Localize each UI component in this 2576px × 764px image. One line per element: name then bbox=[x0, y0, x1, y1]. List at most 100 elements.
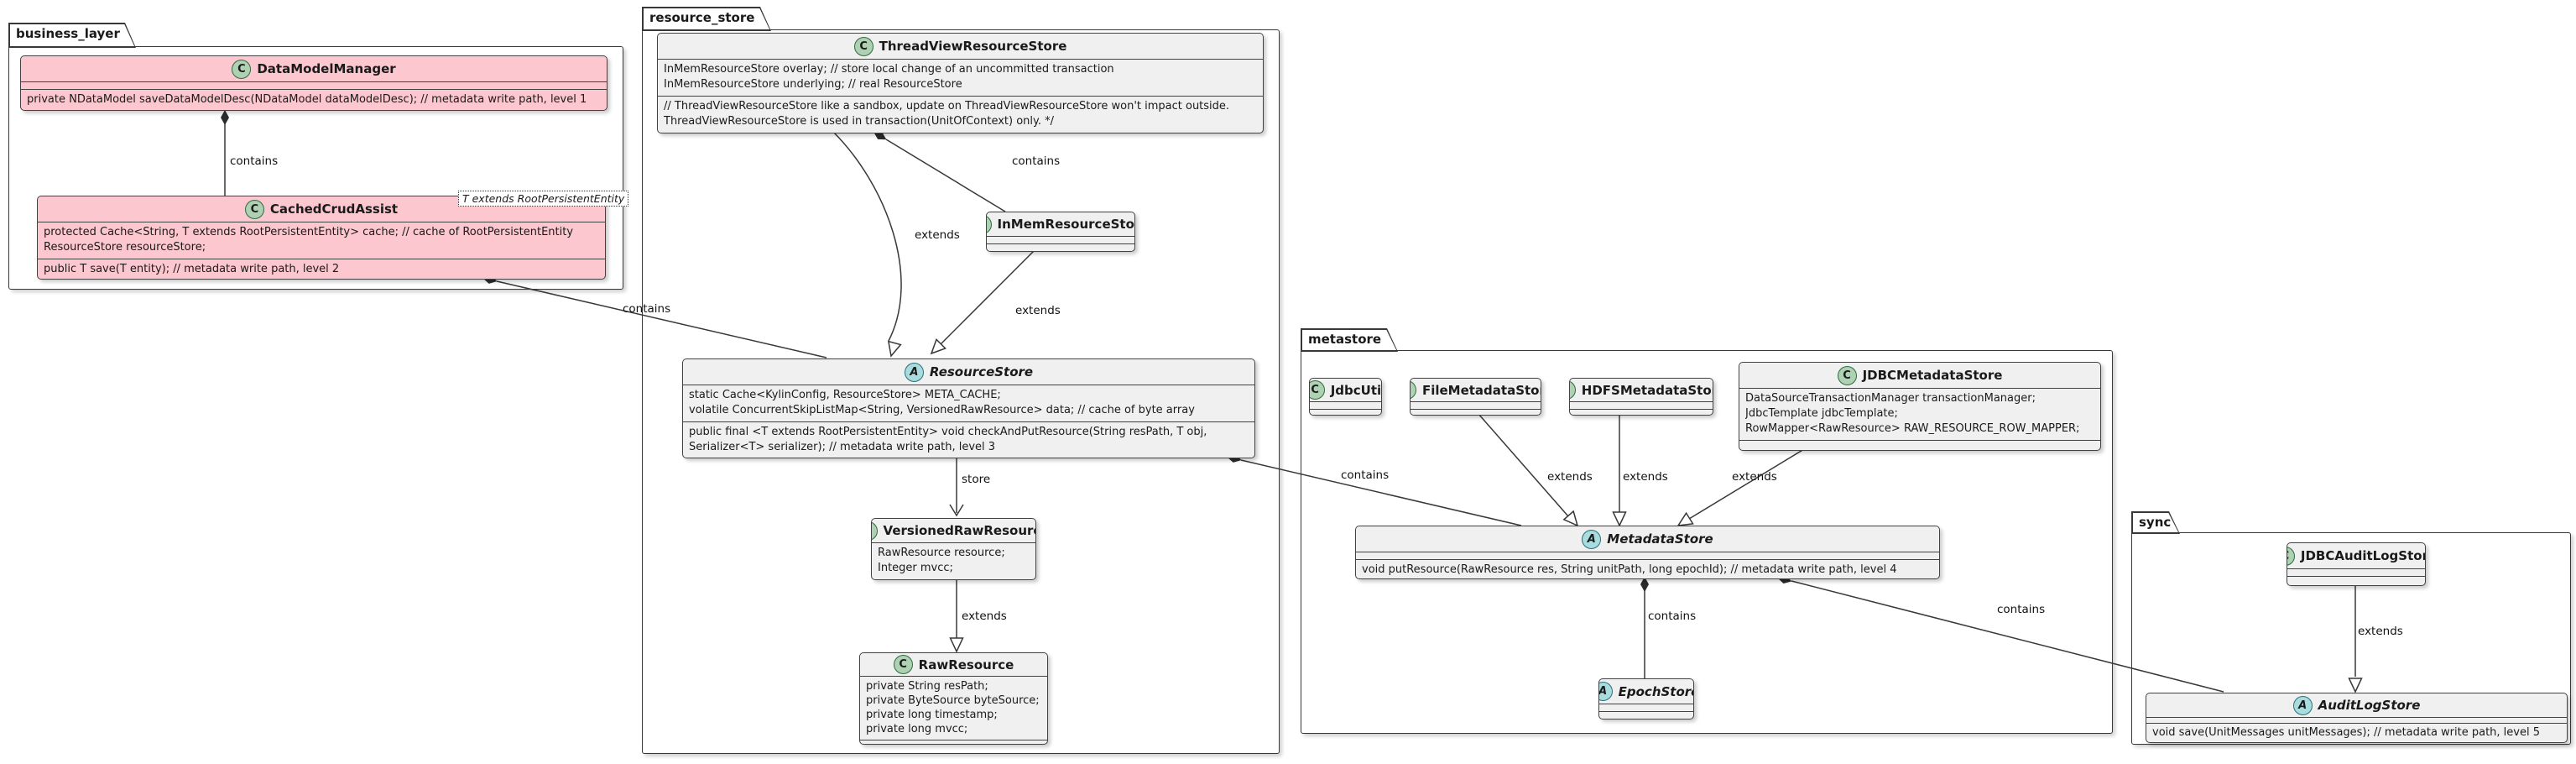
class-stereotype-icon: C bbox=[872, 521, 878, 541]
method-line: private NDataModel saveDataModelDesc(NDa… bbox=[27, 93, 587, 106]
class-epochstore: A EpochStore bbox=[1598, 678, 1694, 720]
class-name: CachedCrudAssist bbox=[269, 201, 399, 217]
field-line: RawResource resource; bbox=[878, 547, 1005, 559]
class-jdbcutil: C JdbcUtil bbox=[1309, 378, 1382, 416]
store-arrowhead bbox=[949, 504, 964, 517]
class-name: VersionedRawResource bbox=[883, 523, 1036, 538]
methods-section bbox=[1599, 711, 1693, 719]
field-line: protected Cache<String, T extends RootPe… bbox=[44, 226, 574, 238]
fields-section bbox=[1356, 552, 1939, 559]
class-name: JDBCMetadataStore bbox=[1862, 368, 2003, 383]
field-line: static Cache<KylinConfig, ResourceStore>… bbox=[689, 389, 1001, 401]
class-hdfsmetadatastore: C HDFSMetadataStore bbox=[1569, 378, 1713, 416]
class-title: C RawResource bbox=[860, 653, 1047, 676]
methods-section bbox=[872, 579, 1035, 580]
class-name: HDFSMetadataStore bbox=[1581, 382, 1713, 398]
class-name: RawResource bbox=[918, 657, 1014, 672]
edge-label-extends: extends bbox=[1623, 470, 1668, 484]
class-name: JdbcUtil bbox=[1330, 382, 1382, 398]
method-line: public final <T extends RootPersistentEn… bbox=[689, 426, 1207, 438]
edge-label-contains: contains bbox=[1341, 468, 1390, 482]
field-line: ResourceStore resourceStore; bbox=[44, 241, 206, 254]
edge-label-contains: contains bbox=[230, 154, 279, 168]
class-stereotype-icon: C bbox=[1570, 380, 1576, 400]
fields-section bbox=[987, 236, 1134, 243]
field-line: private String resPath; bbox=[866, 680, 988, 693]
class-title: C ThreadViewResourceStore bbox=[658, 34, 1263, 59]
methods-section bbox=[1411, 409, 1541, 415]
field-line: InMemResourceStore underlying; // real R… bbox=[664, 78, 962, 91]
package-tab-business-layer: business_layer bbox=[8, 23, 136, 48]
class-stereotype-icon: C bbox=[893, 655, 913, 674]
methods-section: void putResource(RawResource res, String… bbox=[1356, 559, 1939, 578]
class-title: C JDBCMetadataStore bbox=[1739, 363, 2100, 388]
class-stereotype-icon: C bbox=[1411, 380, 1416, 400]
class-name: EpochStore bbox=[1618, 683, 1694, 699]
edge-contains-resourcestore-metadatastore bbox=[1240, 459, 1522, 526]
edge-label-extends: extends bbox=[915, 228, 960, 242]
method-line: ThreadViewResourceStore is used in trans… bbox=[664, 115, 1055, 128]
method-line: // ThreadViewResourceStore like a sandbo… bbox=[664, 100, 1230, 113]
class-title: C FileMetadataStore bbox=[1411, 379, 1541, 401]
method-line: void save(UnitMessages unitMessages); //… bbox=[2152, 726, 2540, 739]
class-name: MetadataStore bbox=[1607, 531, 1713, 547]
class-name: DataModelManager bbox=[257, 61, 396, 76]
class-stereotype-icon: C bbox=[1310, 380, 1325, 400]
class-title: C JDBCAuditLogStore bbox=[2287, 543, 2425, 568]
field-line: private ByteSource byteSource; bbox=[866, 694, 1040, 707]
fields-section bbox=[1570, 401, 1713, 409]
methods-section bbox=[1310, 409, 1381, 415]
method-line: Serializer<T> serializer); // metadata w… bbox=[689, 441, 996, 453]
class-name: ThreadViewResourceStore bbox=[879, 39, 1067, 54]
class-name: AuditLogStore bbox=[2318, 698, 2421, 713]
generic-type-label: T extends RootPersistentEntity bbox=[458, 191, 629, 207]
class-name: FileMetadataStore bbox=[1421, 382, 1541, 398]
edge-label-extends: extends bbox=[1547, 470, 1593, 484]
methods-section bbox=[1739, 440, 2100, 447]
edge-label-extends: extends bbox=[962, 610, 1007, 623]
class-title: C JdbcUtil bbox=[1310, 379, 1381, 401]
edge-label-contains: contains bbox=[623, 302, 671, 316]
class-stereotype-icon: C bbox=[987, 214, 992, 234]
class-title: A AuditLogStore bbox=[2146, 693, 2567, 717]
class-title: C DataModelManager bbox=[21, 56, 607, 81]
class-title: A EpochStore bbox=[1599, 679, 1693, 704]
edge-label-extends: extends bbox=[2358, 625, 2403, 638]
field-line: volatile ConcurrentSkipListMap<String, V… bbox=[689, 404, 1195, 416]
fields-section: InMemResourceStore overlay; // store loc… bbox=[658, 59, 1263, 96]
method-line: void putResource(RawResource res, String… bbox=[1362, 563, 1897, 576]
class-stereotype-icon: C bbox=[232, 59, 252, 79]
methods-section: public final <T extends RootPersistentEn… bbox=[683, 421, 1254, 458]
fields-section bbox=[1310, 401, 1381, 409]
field-line: InMemResourceStore overlay; // store loc… bbox=[664, 63, 1114, 76]
methods-section: public T save(T entity); // metadata wri… bbox=[38, 259, 605, 279]
class-title: C InMemResourceStore bbox=[987, 212, 1134, 236]
class-inmemresourcestore: C InMemResourceStore bbox=[986, 212, 1135, 252]
class-jdbcauditlogstore: C JDBCAuditLogStore bbox=[2287, 542, 2426, 586]
edge-extends-tvrs-resourcestore bbox=[832, 131, 902, 342]
field-line: private long timestamp; bbox=[866, 709, 998, 721]
abstract-stereotype-icon: A bbox=[1599, 682, 1613, 701]
method-line: public T save(T entity); // metadata wri… bbox=[44, 263, 340, 275]
class-name: InMemResourceStore bbox=[997, 217, 1135, 232]
class-datamodelmanager: C DataModelManager private NDataModel sa… bbox=[20, 55, 607, 111]
class-name: ResourceStore bbox=[929, 364, 1034, 379]
class-rawresource: C RawResource private String resPath; pr… bbox=[859, 652, 1048, 745]
field-line: private long mvcc; bbox=[866, 723, 968, 735]
package-label: business_layer bbox=[16, 26, 120, 41]
fields-section: DataSourceTransactionManager transaction… bbox=[1739, 388, 2100, 440]
package-label: sync bbox=[2139, 515, 2172, 530]
fields-section bbox=[1411, 401, 1541, 409]
methods-section: private NDataModel saveDataModelDesc(NDa… bbox=[21, 89, 607, 110]
generalization-arrowheads bbox=[887, 338, 2363, 693]
methods-section bbox=[2287, 576, 2425, 583]
class-auditlogstore: A AuditLogStore void save(UnitMessages u… bbox=[2146, 693, 2568, 743]
class-title: C VersionedRawResource bbox=[872, 519, 1035, 542]
class-title: C CachedCrudAssist bbox=[38, 196, 605, 222]
class-stereotype-icon: C bbox=[2287, 546, 2295, 566]
class-title: C HDFSMetadataStore bbox=[1570, 379, 1713, 401]
class-versionedrawresource: C VersionedRawResource RawResource resou… bbox=[871, 518, 1036, 580]
class-filemetadatastore: C FileMetadataStore bbox=[1410, 378, 1541, 416]
